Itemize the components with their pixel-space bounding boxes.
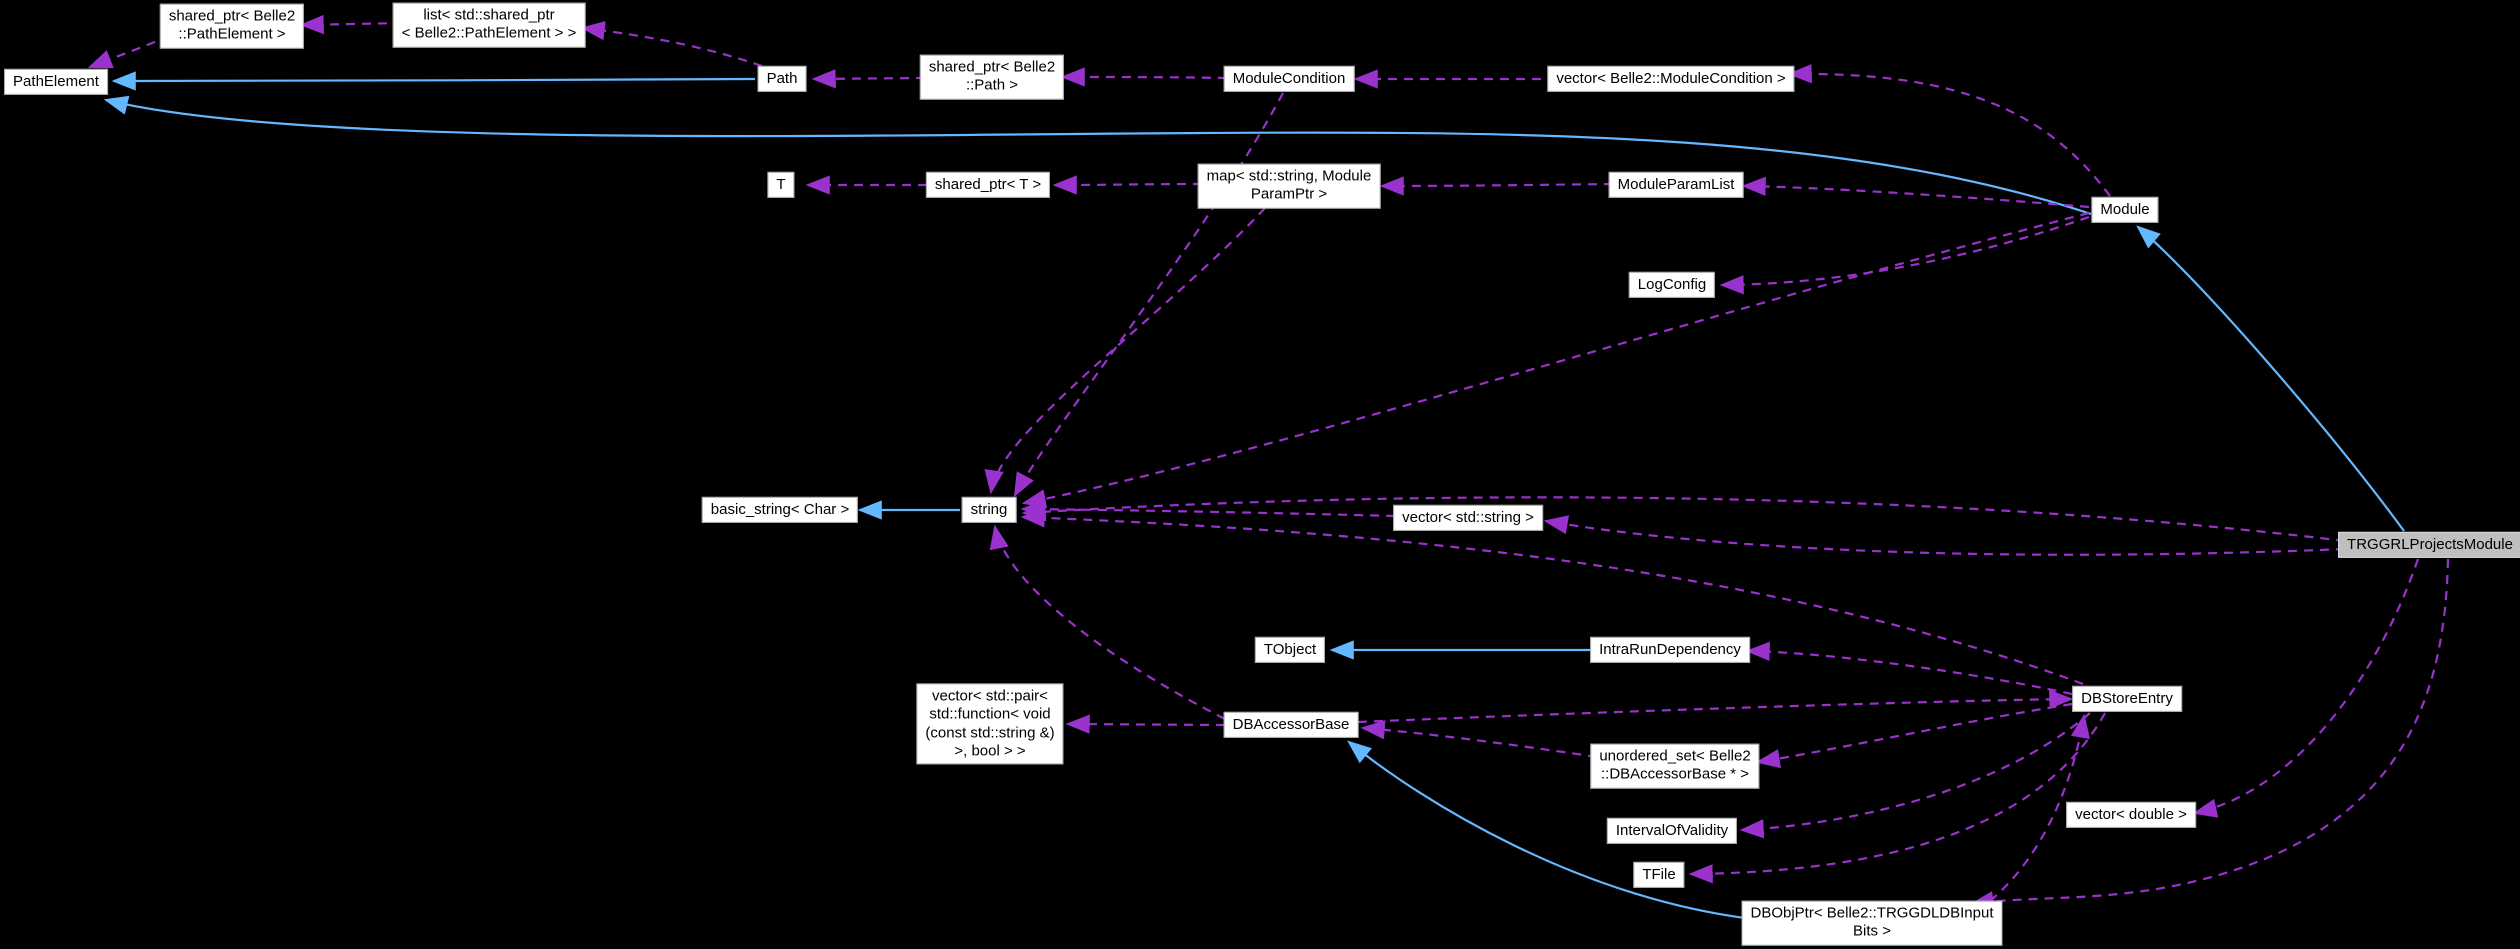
edge-trggrl-to-string [1021, 496, 2346, 543]
node-vector-double[interactable]: vector< double > [2066, 801, 2196, 829]
node-modulecondition[interactable]: ModuleCondition [1223, 65, 1355, 93]
edge-moduleparamlist-to-map [1379, 176, 1614, 196]
edge-dbstoreentry-to-string [1020, 508, 2084, 686]
edge-unorderedset-to-dbaccessorbase [1360, 720, 1598, 759]
node-string[interactable]: string [961, 496, 1017, 524]
edge-vecstring-to-string [1020, 499, 1396, 519]
node-list-shared-ptr-pathelement[interactable]: list< std::shared_ptr < Belle2::PathElem… [392, 2, 586, 48]
edge-dbobjptr-to-dbaccessorbase [1347, 740, 1762, 922]
node-basic-string[interactable]: basic_string< Char > [701, 496, 859, 524]
node-tfile[interactable]: TFile [1633, 861, 1685, 889]
edge-module-to-vecmodulecondition [1787, 64, 2111, 197]
edge-dbstoreentry-to-intrarun [1745, 641, 2073, 696]
edge-list-to-sppathelement [299, 14, 404, 35]
edge-dbobjptr-to-dbstoreentry [1989, 713, 2090, 902]
edge-module-to-moduleparamlist [1741, 176, 2090, 209]
node-module[interactable]: Module [2091, 196, 2159, 224]
edge-module-to-string [1021, 211, 2090, 509]
edge-trggrl-to-dbobjptr [1969, 558, 2450, 911]
node-vector-string[interactable]: vector< std::string > [1393, 504, 1543, 532]
node-t[interactable]: T [767, 171, 795, 199]
edge-path-to-pathelement [111, 71, 756, 91]
edge-dbaccessorbase-to-string [989, 524, 1226, 720]
edge-modulecondition-to-string [1013, 92, 1284, 498]
edge-map-to-spt [1052, 175, 1203, 195]
edge-dbstoreentry-to-tfile [1688, 712, 2106, 884]
edge-sppathelement-to-pathelement [87, 34, 171, 69]
node-logconfig[interactable]: LogConfig [1628, 271, 1716, 299]
edge-modulecondition-to-sppath [1060, 67, 1228, 87]
edge-dbstoreentry-to-unorderedset [1755, 702, 2073, 769]
node-vector-modulecondition[interactable]: vector< Belle2::ModuleCondition > [1547, 65, 1795, 93]
node-pathelement[interactable]: PathElement [4, 68, 108, 96]
node-tobject[interactable]: TObject [1254, 636, 1326, 664]
edge-path-to-list [580, 20, 763, 68]
edge-trggrl-to-vecdouble [2192, 558, 2420, 818]
node-unordered-set-dbaccessorbase[interactable]: unordered_set< Belle2 ::DBAccessorBase *… [1590, 743, 1760, 789]
node-shared-ptr-pathelement[interactable]: shared_ptr< Belle2 ::PathElement > [159, 3, 305, 49]
edge-map-to-string [984, 207, 1266, 495]
edge-module-to-logconfig [1719, 215, 2090, 295]
node-path[interactable]: Path [757, 65, 807, 93]
edge-dbstoreentry-to-intervalofvalidity [1739, 712, 2091, 839]
edge-module-to-pathelement [103, 95, 2092, 216]
node-moduleparamlist[interactable]: ModuleParamList [1608, 171, 1744, 199]
node-intrarundependency[interactable]: IntraRunDependency [1590, 636, 1750, 664]
node-shared-ptr-t[interactable]: shared_ptr< T > [925, 171, 1051, 199]
edge-dbaccessorbase-to-vecpair [1065, 714, 1226, 734]
edge-sppath-to-path [811, 69, 926, 89]
node-intervalofvalidity[interactable]: IntervalOfValidity [1606, 817, 1738, 845]
node-dbobjptr-trggdldbinputbits[interactable]: DBObjPtr< Belle2::TRGGDLDBInput Bits > [1741, 900, 2003, 946]
node-trggrlprojectsmodule: TRGGRLProjectsModule [2338, 531, 2520, 559]
node-shared-ptr-path[interactable]: shared_ptr< Belle2 ::Path > [919, 54, 1065, 100]
node-dbaccessorbase[interactable]: DBAccessorBase [1223, 711, 1359, 739]
node-vector-pair-function[interactable]: vector< std::pair< std::function< void (… [916, 683, 1064, 765]
edge-dbaccessorbase-to-dbstoreentry [1357, 689, 2074, 724]
edge-trggrl-to-module [2136, 225, 2405, 532]
node-map-moduleparamptr[interactable]: map< std::string, Module ParamPtr > [1197, 163, 1381, 209]
node-dbstoreentry[interactable]: DBStoreEntry [2072, 685, 2182, 713]
edge-trggrl-to-vecstring [1543, 515, 2346, 556]
